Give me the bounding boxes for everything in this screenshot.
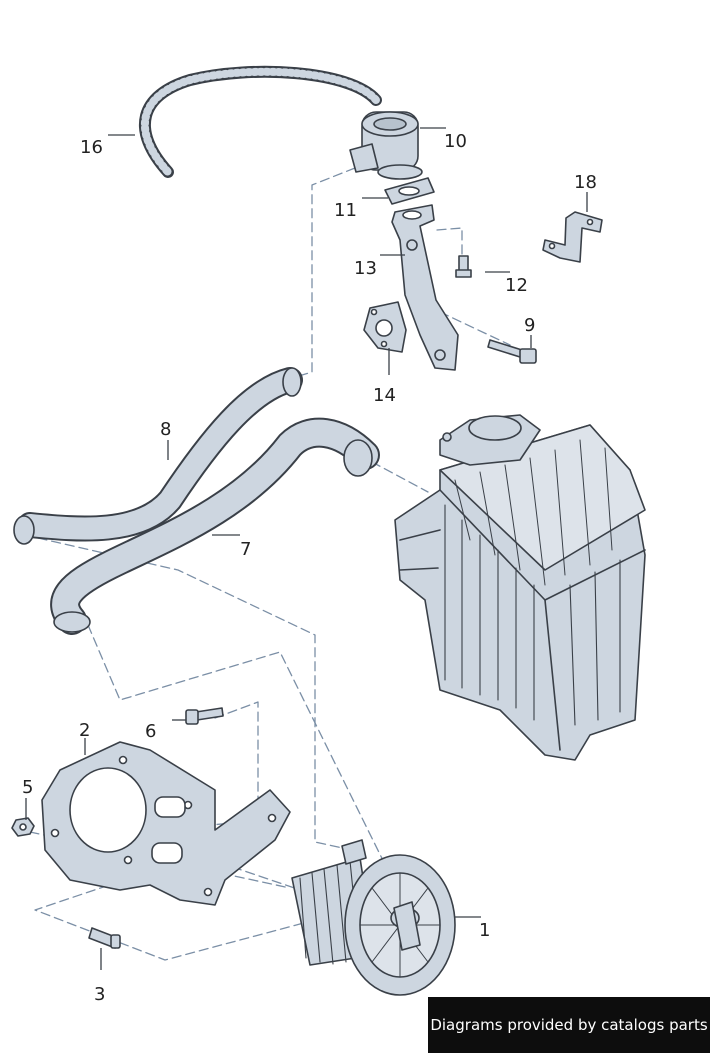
callout-9[interactable]: 9 [524, 315, 536, 336]
air-filter-housing [394, 414, 646, 761]
callout-3[interactable]: 3 [94, 984, 106, 1005]
callout-1[interactable]: 1 [479, 920, 491, 941]
bracket-plate-2 [41, 741, 291, 906]
callout-14[interactable]: 14 [373, 385, 396, 406]
air-pump-1 [291, 839, 456, 996]
pipe-13 [391, 204, 459, 371]
hose-8 [17, 367, 303, 542]
callout-18[interactable]: 18 [574, 172, 597, 193]
sensor-3 [88, 927, 121, 949]
callout-16[interactable]: 16 [80, 137, 103, 158]
bolt-6 [185, 707, 224, 725]
callout-13[interactable]: 13 [354, 258, 377, 279]
hose-16 [139, 65, 382, 178]
callout-11[interactable]: 11 [334, 200, 357, 221]
callout-10[interactable]: 10 [444, 131, 467, 152]
bracket-18 [542, 211, 603, 263]
hose-8-end-upper [282, 367, 302, 397]
nut-5 [11, 817, 35, 837]
bolt-9 [487, 339, 537, 364]
callout-2[interactable]: 2 [79, 720, 91, 741]
callout-8[interactable]: 8 [160, 419, 172, 440]
valve-10 [349, 111, 423, 180]
hose-7-end-upper [343, 439, 373, 477]
gasket-14 [363, 301, 407, 353]
callout-5[interactable]: 5 [22, 777, 34, 798]
callout-7[interactable]: 7 [240, 539, 252, 560]
hose-7 [50, 417, 380, 635]
callout-12[interactable]: 12 [505, 275, 528, 296]
catalog-credit-banner: Diagrams provided by catalogs parts [428, 997, 710, 1053]
bolt-12 [455, 255, 472, 278]
leader-lines [25, 127, 588, 970]
hose-7-end-lower [53, 611, 91, 633]
hose-8-end-lower [13, 515, 35, 545]
callout-6[interactable]: 6 [145, 721, 157, 742]
